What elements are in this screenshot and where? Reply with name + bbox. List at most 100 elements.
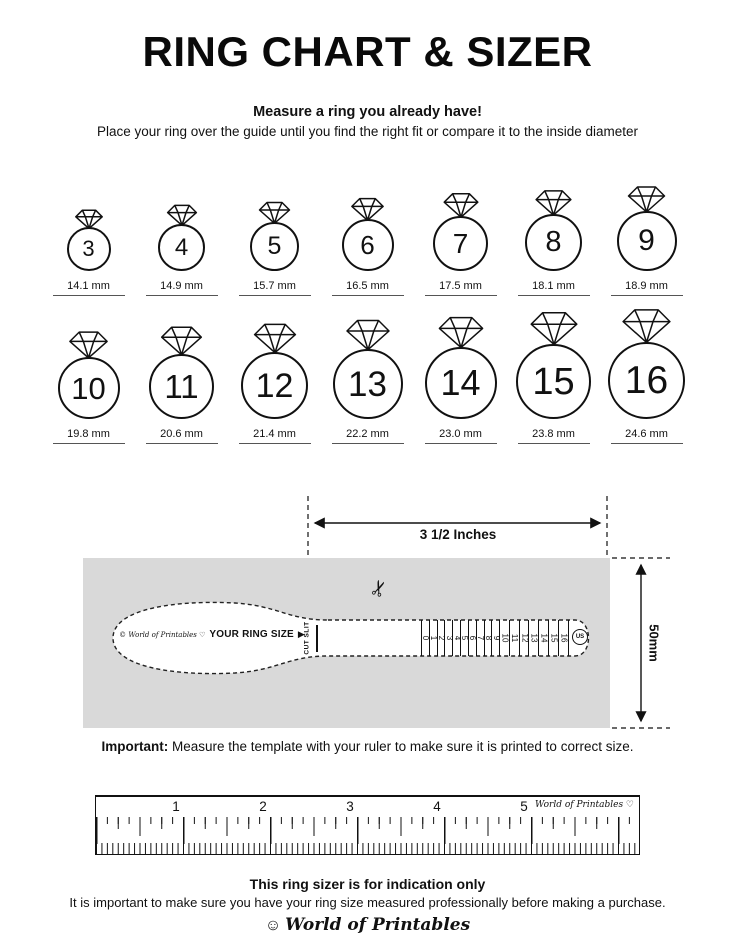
scale-tick-cell: 3	[444, 620, 454, 656]
ring-size-item: 8 18.1 mm	[507, 188, 600, 296]
scale-number: 10	[500, 633, 510, 643]
scale-tick-cell: 10	[500, 620, 511, 656]
ring-row-sizes-3-9: 3 14.1 mm 4 14.9 mm 5 15.7 mm	[0, 168, 735, 296]
ring-size-item: 4 14.9 mm	[135, 203, 228, 296]
scale-number: 9	[491, 635, 501, 641]
scale-number: 3	[444, 635, 454, 641]
scale-tick-cell: 11	[510, 620, 520, 656]
ring-diameter-label: 17.5 mm	[424, 280, 497, 296]
ring-diameter-label: 16.5 mm	[331, 280, 404, 296]
scale-tick-cell: 12	[520, 620, 530, 656]
ruler-inch-ticks	[96, 817, 639, 844]
ring-circle: 6	[341, 219, 394, 271]
ring-size-item: 14 23.0 mm	[414, 314, 507, 444]
cut-slit-label: CUT SLIT	[303, 621, 311, 655]
us-size-badge: US	[572, 629, 588, 645]
ring-size-item: 5 15.7 mm	[228, 200, 321, 296]
cut-slit-line	[316, 625, 318, 652]
page-title: RING CHART & SIZER	[142, 28, 593, 75]
ring-circle: 7	[433, 216, 488, 271]
disclaimer-text: It is important to make sure you have yo…	[69, 895, 666, 910]
ring-diameter-label: 14.1 mm	[52, 280, 125, 296]
scale-number: 1	[429, 635, 439, 641]
diamond-icon	[66, 329, 111, 360]
ruler-number: 1	[172, 799, 180, 814]
ring-circle: 9	[616, 211, 677, 271]
ring-size-number: 11	[164, 368, 199, 405]
ring-size-item: 15 23.8 mm	[507, 309, 600, 444]
scale-tick-cell: 14	[539, 620, 550, 656]
ring-circle: 4	[158, 224, 205, 271]
scale-tick-cell: 9	[491, 620, 501, 656]
diamond-icon	[343, 317, 393, 352]
diamond-icon	[527, 309, 581, 347]
diamond-icon	[251, 321, 299, 355]
ring-circle: 15	[516, 344, 591, 419]
scale-tick-cell: 16	[559, 620, 570, 656]
instruction-text: Place your ring over the guide until you…	[96, 124, 639, 139]
ruler-number: 3	[346, 799, 354, 814]
disclaimer-heading: This ring sizer is for indication only	[249, 876, 486, 892]
ring-circle: 14	[424, 347, 497, 419]
ring-diameter-label: 21.4 mm	[238, 428, 311, 444]
ring-size-item: 10 19.8 mm	[42, 329, 135, 444]
diamond-icon	[257, 200, 292, 225]
scale-tick-cell: 7	[476, 620, 485, 656]
ring-circle: 10	[57, 357, 120, 419]
width-dimension-label: 3 1/2 Inches	[419, 527, 497, 542]
dimension-lines	[307, 496, 670, 729]
brand-logo-text: World of Printables	[285, 915, 471, 935]
ring-circle: 13	[332, 349, 403, 419]
scale-tick-cell: 0	[421, 620, 430, 656]
ruler-number: 4	[433, 799, 441, 814]
pointer-arrow-icon: ▶	[297, 629, 305, 639]
ring-circle: 12	[241, 352, 308, 419]
ring-size-item: 9 18.9 mm	[600, 184, 693, 296]
ruler-mm-ticks	[96, 843, 639, 854]
ring-diameter-label: 15.7 mm	[238, 280, 311, 296]
diamond-icon	[158, 324, 205, 357]
ring-size-number: 15	[532, 360, 575, 403]
scale-number: 15	[549, 633, 559, 643]
brand-logo: ☺World of Printables	[0, 915, 735, 935]
important-label: Important:	[101, 739, 169, 754]
ring-circle: 11	[149, 354, 214, 419]
scale-number: 13	[529, 633, 539, 643]
ring-size-item: 13 22.2 mm	[321, 317, 414, 444]
ring-diameter-label: 23.0 mm	[424, 428, 497, 444]
ring-diameter-label: 22.2 mm	[331, 428, 404, 444]
scale-number: 2	[437, 635, 447, 641]
diamond-icon	[435, 314, 487, 350]
scale-number: 14	[539, 633, 549, 643]
scale-number: 8	[484, 635, 494, 641]
scale-number: 0	[421, 635, 431, 641]
ring-diameter-label: 18.9 mm	[610, 280, 683, 296]
ring-size-item: 6 16.5 mm	[321, 196, 414, 296]
ring-diameter-label: 24.6 mm	[610, 428, 683, 444]
scale-number: 6	[468, 635, 478, 641]
ring-size-number: 8	[545, 226, 562, 258]
scale-number: 16	[559, 633, 569, 643]
ring-size-number: 9	[638, 224, 655, 257]
ruler-brand-text: World of Printables ♡	[535, 800, 634, 810]
ring-circle: 5	[250, 222, 299, 271]
ring-size-number: 13	[348, 364, 387, 404]
scale-tick-cell: 4	[453, 620, 462, 656]
diamond-icon	[349, 196, 386, 222]
ruler-number: 2	[259, 799, 267, 814]
scale-tick-cell: 15	[549, 620, 560, 656]
scale-tick-cell: 6	[468, 620, 478, 656]
scale-tick-cell: 1	[429, 620, 439, 656]
ring-circle: 3	[66, 227, 111, 271]
diamond-icon	[619, 306, 674, 345]
your-ring-size-label: YOUR RING SIZE	[209, 629, 294, 640]
scale-tick-cell: 13	[529, 620, 540, 656]
scale-tick-cell: 5	[461, 620, 470, 656]
scale-tick-cell: 2	[437, 620, 447, 656]
diamond-icon	[73, 208, 105, 230]
sizer-bulb-labels: © World of Printables ♡ YOUR RING SIZE ▶	[119, 629, 305, 640]
ring-size-number: 16	[624, 359, 669, 402]
ring-diameter-label: 23.8 mm	[517, 428, 590, 444]
important-note: Important: Measure the template with you…	[0, 739, 735, 754]
